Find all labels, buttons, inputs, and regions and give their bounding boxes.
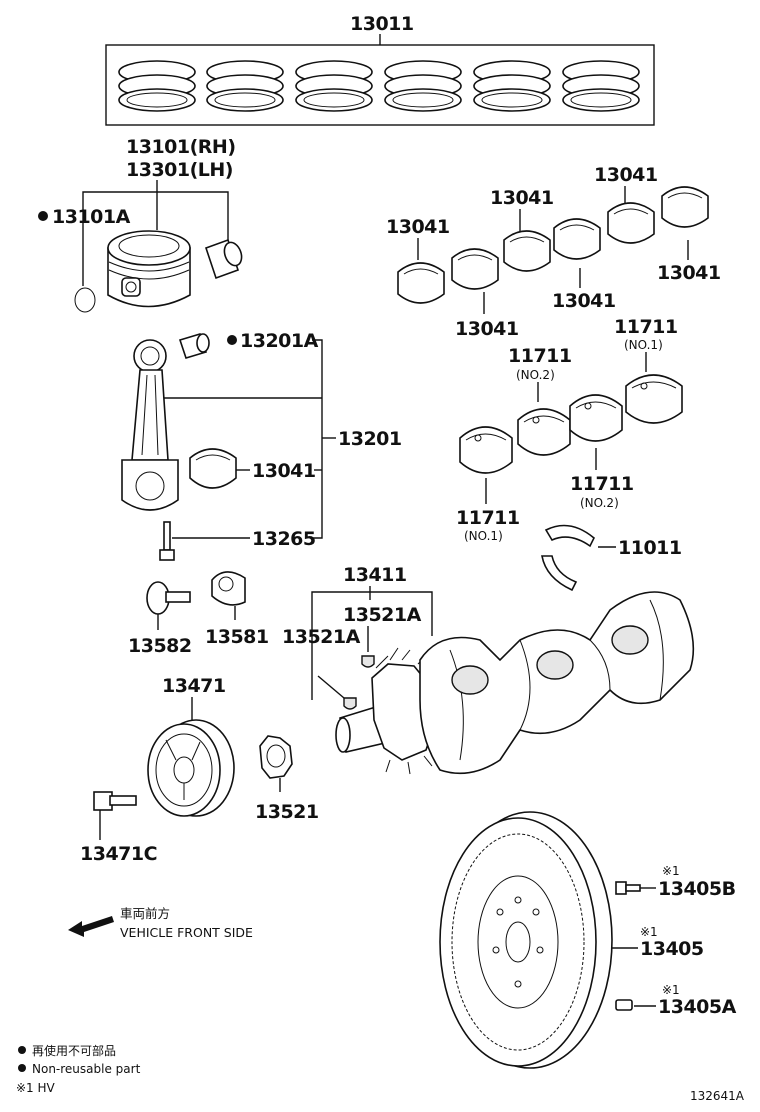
label-13041-d: 13041: [657, 262, 721, 284]
crank-bearings-group: 11711 (NO.1) 11711 (NO.2) 11711 (NO.2) 1…: [456, 316, 683, 543]
woodruff-key-icon-2: [343, 697, 357, 710]
label-13101a: 13101A: [52, 206, 131, 228]
ring-4-icon: [384, 60, 462, 112]
woodruff-key-icon: [361, 655, 375, 668]
label-13582: 13582: [128, 635, 192, 657]
crankshaft-group: 13411 13521A 13521A: [282, 564, 695, 775]
crankshaft-icon: [335, 591, 695, 775]
label-13581: 13581: [205, 626, 269, 648]
vehicle-front-en: VEHICLE FRONT SIDE: [120, 925, 253, 940]
connecting-rod-icon: [121, 339, 179, 511]
ring-1-icon: [118, 60, 196, 112]
label-13471: 13471: [162, 675, 226, 697]
label-11711-a-sub: (NO.1): [624, 338, 663, 352]
flywheel-group: ※1 13405B ※1 13405 ※1 13405A: [439, 811, 737, 1069]
hv-mark-3: ※1: [662, 983, 680, 997]
main-bearing-3-icon: [503, 230, 551, 272]
main-bearing-4-icon: [553, 218, 601, 260]
snap-ring-icon: [74, 287, 96, 313]
label-11711-c-sub: (NO.2): [580, 496, 619, 510]
rod-bushing-icon: [178, 333, 210, 359]
hv-mark-1: ※1: [662, 864, 680, 878]
label-13041-e: 13041: [552, 290, 616, 312]
main-bearing-1-icon: [397, 262, 445, 304]
crank-pulley-set-key-icon: [211, 571, 246, 606]
main-bearings-group: 13041 13041 13041 13041 13041 13041: [386, 164, 721, 340]
legend-dot-icon: [18, 1046, 26, 1054]
ring-3-icon: [295, 60, 373, 112]
legend-nonreusable-jp: 再使用不可部品: [32, 1043, 116, 1058]
label-13405: 13405: [640, 938, 704, 960]
ring-6-icon: [562, 60, 640, 112]
connecting-rod-group: 13201A 13201 13041 13265: [121, 330, 402, 561]
crank-bearing-2-icon: [517, 408, 571, 456]
label-13041-b: 13041: [490, 187, 554, 209]
label-11711-b: 11711: [508, 345, 572, 367]
label-11711-c: 11711: [570, 473, 634, 495]
legend: 再使用不可部品 Non-reusable part ※1 HV: [16, 1043, 141, 1095]
timing-sprocket-icon: [259, 735, 293, 779]
label-13041-f: 13041: [455, 318, 519, 340]
piston-group: 13101(RH) 13301(LH) 13101A: [38, 136, 243, 313]
nonreusable-dot-icon: [38, 211, 48, 221]
piston-icon: [107, 230, 191, 308]
label-13521a-2: 13521A: [282, 626, 361, 648]
label-13405a: 13405A: [658, 996, 737, 1018]
label-13411: 13411: [343, 564, 407, 586]
piston-pin-icon: [204, 238, 243, 280]
label-13301-lh: 13301(LH): [126, 159, 233, 181]
label-11711-a: 11711: [614, 316, 678, 338]
conrod-bearing-icon: [189, 448, 237, 489]
label-13101-rh: 13101(RH): [126, 136, 236, 158]
label-11711-d: 11711: [456, 507, 520, 529]
nonreusable-dot-icon-2: [227, 335, 237, 345]
flywheel-bolt-icon: [615, 881, 641, 895]
thrust-washer-group: 11011: [541, 524, 682, 592]
label-13041-c: 13041: [594, 164, 658, 186]
label-13265: 13265: [252, 528, 316, 550]
crank-bolt-icon: [146, 581, 191, 615]
crank-bearing-1-icon: [459, 426, 513, 474]
legend-hv-note: ※1 HV: [16, 1081, 56, 1095]
flywheel-icon: [439, 811, 613, 1069]
ring-set-frame: [105, 44, 655, 126]
crank-pulley-icon: [147, 719, 235, 817]
legend-nonreusable-en: Non-reusable part: [32, 1062, 141, 1076]
vehicle-front-jp: 車両前方: [120, 906, 170, 921]
crank-bearing-3-icon: [569, 394, 623, 442]
crank-bearing-4-icon: [625, 374, 683, 424]
label-13041-a: 13041: [386, 216, 450, 238]
thrust-washer-icon: [541, 524, 595, 592]
main-bearing-2-icon: [451, 248, 499, 290]
label-13521: 13521: [255, 801, 319, 823]
label-13011: 13011: [350, 13, 414, 35]
label-13521a-1: 13521A: [343, 604, 422, 626]
legend-dot-icon-2: [18, 1064, 26, 1072]
label-11011: 11011: [618, 537, 682, 559]
crank-pulley-group: 13471 13471C 13521: [80, 675, 319, 865]
main-bearing-5-icon: [607, 202, 655, 244]
pulley-bolt-icon: [93, 791, 137, 811]
flywheel-pin-icon: [615, 999, 633, 1011]
label-11711-b-sub: (NO.2): [516, 368, 555, 382]
label-13041-conrod: 13041: [252, 460, 316, 482]
vehicle-front-indicator: 車両前方 VEHICLE FRONT SIDE: [68, 906, 253, 940]
label-11711-d-sub: (NO.1): [464, 529, 503, 543]
rod-bolt-icon: [159, 521, 175, 561]
crank-bolt-washer-group: 13582 13581: [128, 571, 269, 657]
label-13201a: 13201A: [240, 330, 319, 352]
ring-2-icon: [206, 60, 284, 112]
figure-id: 132641A: [690, 1089, 745, 1103]
label-13471c: 13471C: [80, 843, 157, 865]
label-13201: 13201: [338, 428, 402, 450]
label-13405b: 13405B: [658, 878, 736, 900]
front-arrow-icon: [68, 916, 114, 937]
ring-5-icon: [473, 60, 551, 112]
piston-ring-set: 13011: [105, 13, 655, 126]
main-bearing-6-icon: [661, 186, 709, 228]
hv-mark-2: ※1: [640, 925, 658, 939]
